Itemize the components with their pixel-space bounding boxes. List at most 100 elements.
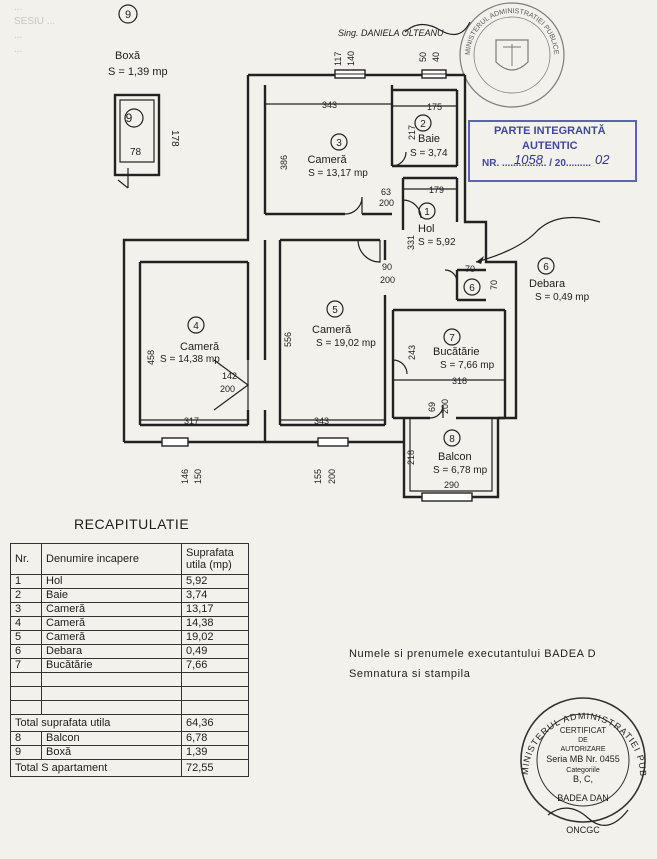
svg-text:200: 200 xyxy=(327,469,337,484)
recap-total-ap-label: Total S apartament xyxy=(10,759,182,777)
faint-header-line: ... xyxy=(14,2,23,13)
svg-text:150: 150 xyxy=(193,469,203,484)
room2-area: S = 3,74 xyxy=(410,148,448,159)
svg-text:200: 200 xyxy=(440,399,450,414)
dim-box-178: 178 xyxy=(169,130,180,147)
recap-cell-nr: 9 xyxy=(10,745,42,760)
signature-top: Sing. DANIELA OLTEANU xyxy=(338,28,444,38)
cert-line: ONCGC xyxy=(566,825,600,835)
svg-text:142: 142 xyxy=(222,371,237,381)
recap-cell-name xyxy=(41,672,182,687)
recap-table: Nr. Denumire incapere Suprafata utila (m… xyxy=(10,543,249,777)
stamp-handwritten-nr: 1058 xyxy=(514,152,543,167)
leader-arrow-icon xyxy=(476,256,484,264)
signature-scribble xyxy=(404,21,471,36)
svg-text:63: 63 xyxy=(381,187,391,197)
room8-area: S = 6,78 mp xyxy=(433,465,488,476)
room7-area: S = 7,66 mp xyxy=(440,360,495,371)
recap-cell-nr xyxy=(10,700,42,715)
svg-text:343: 343 xyxy=(322,100,337,110)
svg-text:146: 146 xyxy=(180,469,190,484)
svg-text:200: 200 xyxy=(380,275,395,285)
svg-text:458: 458 xyxy=(146,350,156,365)
room2-number: 2 xyxy=(420,119,426,130)
recap-cell-nr xyxy=(10,672,42,687)
room4-number: 4 xyxy=(193,321,199,332)
svg-text:386: 386 xyxy=(279,155,289,170)
room1-number: 1 xyxy=(424,207,430,218)
recap-header-row: Nr. Denumire incapere Suprafata utila (m… xyxy=(10,543,249,575)
room2-name: Baie xyxy=(418,133,440,145)
recap-cell-value: 6,78 xyxy=(181,731,249,746)
faint-header-line: ... xyxy=(14,44,23,55)
apartment-walls xyxy=(122,73,518,499)
recap-cell-name: Hol xyxy=(41,574,182,589)
cert-line: BADEA DAN xyxy=(557,793,609,803)
recap-cell-value xyxy=(181,672,249,687)
room9-circle xyxy=(118,4,138,24)
recap-title: RECAPITULATIE xyxy=(74,516,190,532)
room7-name: Bucătărie xyxy=(433,346,479,358)
recap-cell-value: 0,49 xyxy=(181,644,249,659)
room4-area: S = 14,38 mp xyxy=(160,354,220,365)
room9-area: S = 1,39 mp xyxy=(108,66,168,78)
recap-cell-value: 19,02 xyxy=(181,630,249,645)
recap-total-ap-value: 72,55 xyxy=(181,759,249,777)
recap-cell-nr: 6 xyxy=(10,644,42,659)
room9-name: Boxă xyxy=(115,50,141,62)
room6-number-outside: 6 xyxy=(543,262,549,273)
recap-cell-value: 7,66 xyxy=(181,658,249,673)
recap-total-util-value: 64,36 xyxy=(181,714,249,732)
recap-cell-name: Cameră xyxy=(41,616,182,631)
cert-line: Categoriile xyxy=(566,767,600,774)
room4-name: Cameră xyxy=(180,341,220,353)
room5-name: Cameră xyxy=(312,324,352,336)
recap-cell-nr xyxy=(10,686,42,701)
room5-area: S = 19,02 mp xyxy=(316,338,376,349)
cert-signature-scribble xyxy=(547,807,629,826)
stamp-line3: NR. ................ / 20......... xyxy=(482,158,591,169)
svg-text:40: 40 xyxy=(431,52,441,62)
room3-number: 3 xyxy=(336,138,342,149)
recap-cell-value: 14,38 xyxy=(181,616,249,631)
box-number: 9 xyxy=(126,111,133,125)
room7-number: 7 xyxy=(449,333,455,344)
svg-text:179: 179 xyxy=(429,185,444,195)
recap-header-area: Suprafata utila (mp) xyxy=(181,543,249,575)
stamp-line1: PARTE INTEGRANTĂ xyxy=(494,125,606,137)
svg-text:317: 317 xyxy=(184,416,199,426)
dimension-labels: 117 140 50 40 343 175 386 217 63 200 179… xyxy=(140,51,505,490)
room1-area: S = 5,92 xyxy=(418,237,456,248)
debara-leader-line xyxy=(475,216,601,263)
recap-cell-value: 5,92 xyxy=(181,574,249,589)
svg-text:70: 70 xyxy=(465,264,475,274)
recap-cell-name: Boxă xyxy=(41,745,182,760)
box-detail-drawing: 9 78 178 xyxy=(113,93,180,189)
table-row xyxy=(10,686,249,701)
svg-text:140: 140 xyxy=(346,51,356,66)
svg-text:243: 243 xyxy=(407,345,417,360)
stamp-line2: AUTENTIC xyxy=(522,140,578,152)
svg-text:217: 217 xyxy=(407,125,417,140)
recap-cell-name: Bucătărie xyxy=(41,658,182,673)
recap-cell-value xyxy=(181,700,249,715)
recap-cell-value: 3,74 xyxy=(181,588,249,603)
recap-cell-value: 13,17 xyxy=(181,602,249,617)
recap-cell-nr: 8 xyxy=(10,731,42,746)
dim-box-78: 78 xyxy=(130,147,142,158)
recap-cell-name: Balcon xyxy=(41,731,182,746)
recap-total-util-row: Total suprafata utila 64,36 xyxy=(10,714,249,732)
room8-number: 8 xyxy=(449,434,455,445)
room9-number: 9 xyxy=(125,9,131,21)
room6-area: S = 0,49 mp xyxy=(535,292,590,303)
svg-text:117: 117 xyxy=(333,52,343,66)
recap-cell-name xyxy=(41,700,182,715)
cert-line: CERTIFICAT xyxy=(560,726,606,735)
svg-text:175: 175 xyxy=(427,102,442,112)
stamp-handwritten-year: 02 xyxy=(595,152,610,167)
